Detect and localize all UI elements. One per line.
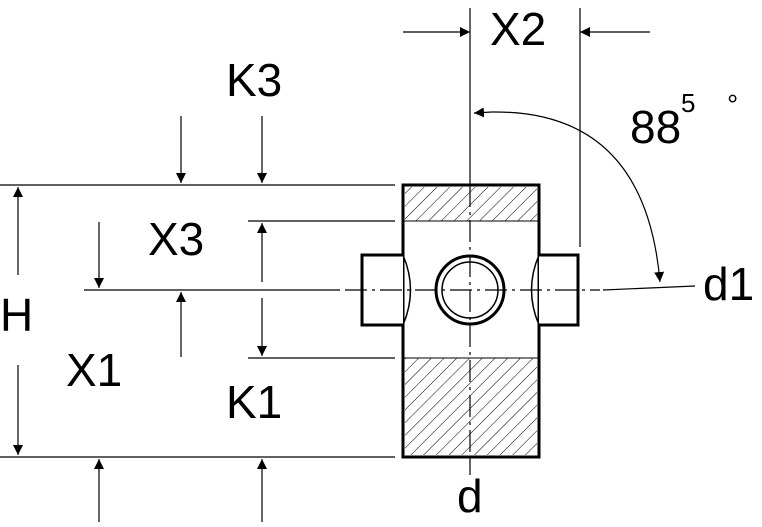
d1-label: d1 xyxy=(703,258,754,310)
angle-label: 88 5 ° xyxy=(630,88,738,153)
upper-hatch xyxy=(405,187,537,221)
center-lines xyxy=(84,8,696,475)
x2-label: X2 xyxy=(490,3,546,55)
fitting-body xyxy=(401,183,541,459)
lower-hatch xyxy=(405,358,537,455)
h-label: H xyxy=(0,289,33,341)
x1-label: X1 xyxy=(66,344,122,396)
x3-dimension xyxy=(94,222,267,288)
angle-value: 88 xyxy=(630,101,681,153)
angle-superscript: 5 xyxy=(681,88,695,118)
k3-arrows xyxy=(176,116,267,183)
angle-arc xyxy=(473,107,665,283)
bottom-arrows xyxy=(94,459,267,522)
k1-label: K1 xyxy=(226,376,282,428)
k3-label: K3 xyxy=(226,54,282,106)
d-label: d xyxy=(457,470,483,522)
x3-label: X3 xyxy=(148,213,204,265)
degree-symbol: ° xyxy=(727,89,738,120)
extension-lines xyxy=(0,8,581,458)
